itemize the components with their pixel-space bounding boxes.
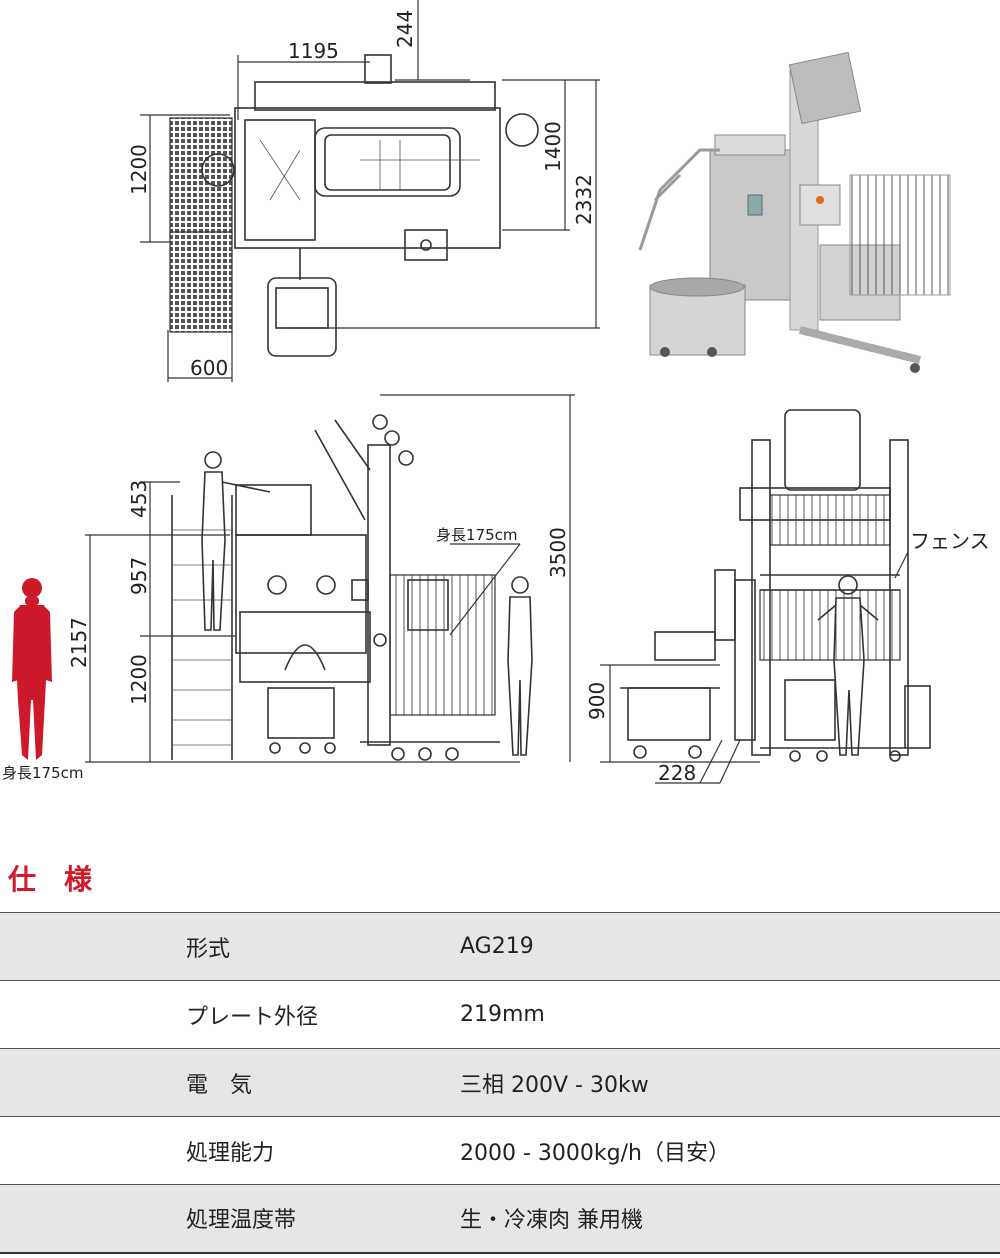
worker-figure-front (817, 575, 879, 756)
dim-244: 244 (393, 10, 417, 48)
spec-label: プレート外径 (186, 1004, 319, 1030)
top-view: 1195 244 1400 2332 1200 600 (127, 0, 600, 382)
spec-value: AG219 (460, 934, 534, 959)
dim-900: 900 (585, 682, 609, 720)
front-view: 900 228 フェンス (585, 409, 990, 785)
fence-label: フェンス (910, 529, 990, 553)
spec-label: 処理能力 (186, 1140, 275, 1166)
dim-3500: 3500 (546, 527, 570, 578)
spec-row: プレート外径 219mm (0, 980, 1000, 1049)
human-figure (12, 578, 52, 760)
dim-1200-top: 1200 (127, 144, 151, 195)
spec-table: 形式 AG219 プレート外径 219mm 電 気 三相 200V - 30kw… (0, 912, 1000, 1254)
dim-2157: 2157 (67, 617, 91, 668)
machine-photo (638, 51, 951, 373)
dim-957: 957 (127, 557, 151, 595)
dim-1400: 1400 (541, 121, 565, 172)
dim-600: 600 (190, 356, 228, 380)
spec-value: 2000 - 3000kg/h（目安） (460, 1140, 730, 1166)
spec-value: 219mm (460, 1002, 545, 1027)
figure-height-label: 身長175cm (2, 764, 84, 782)
dim-2332: 2332 (572, 174, 596, 225)
spec-label: 処理温度帯 (186, 1208, 297, 1234)
spec-value: 生・冷凍肉 兼用機 (460, 1208, 643, 1234)
side-view: 身長175cm 453 957 1200 2157 3500 (2, 394, 575, 782)
spec-row: 形式 AG219 (0, 912, 1000, 981)
spec-row: 処理温度帯 生・冷凍肉 兼用機 (0, 1184, 1000, 1253)
dim-1200-side: 1200 (127, 654, 151, 705)
dim-228: 228 (658, 761, 696, 785)
dim-1195: 1195 (288, 39, 339, 63)
spec-row: 処理能力 2000 - 3000kg/h（目安） (0, 1116, 1000, 1185)
spec-row: 電 気 三相 200V - 30kw (0, 1048, 1000, 1117)
machine-drawings: 1195 244 1400 2332 1200 600 (2, 0, 990, 785)
spec-label: 電 気 (186, 1072, 253, 1098)
spec-label: 形式 (186, 936, 231, 962)
spec-title: 仕様 (8, 863, 121, 896)
side-person-label: 身長175cm (436, 526, 518, 544)
spec-value: 三相 200V - 30kw (460, 1072, 649, 1098)
worker-figure-side (201, 451, 271, 631)
dim-453: 453 (127, 480, 151, 518)
worker-figure-right (507, 576, 533, 756)
